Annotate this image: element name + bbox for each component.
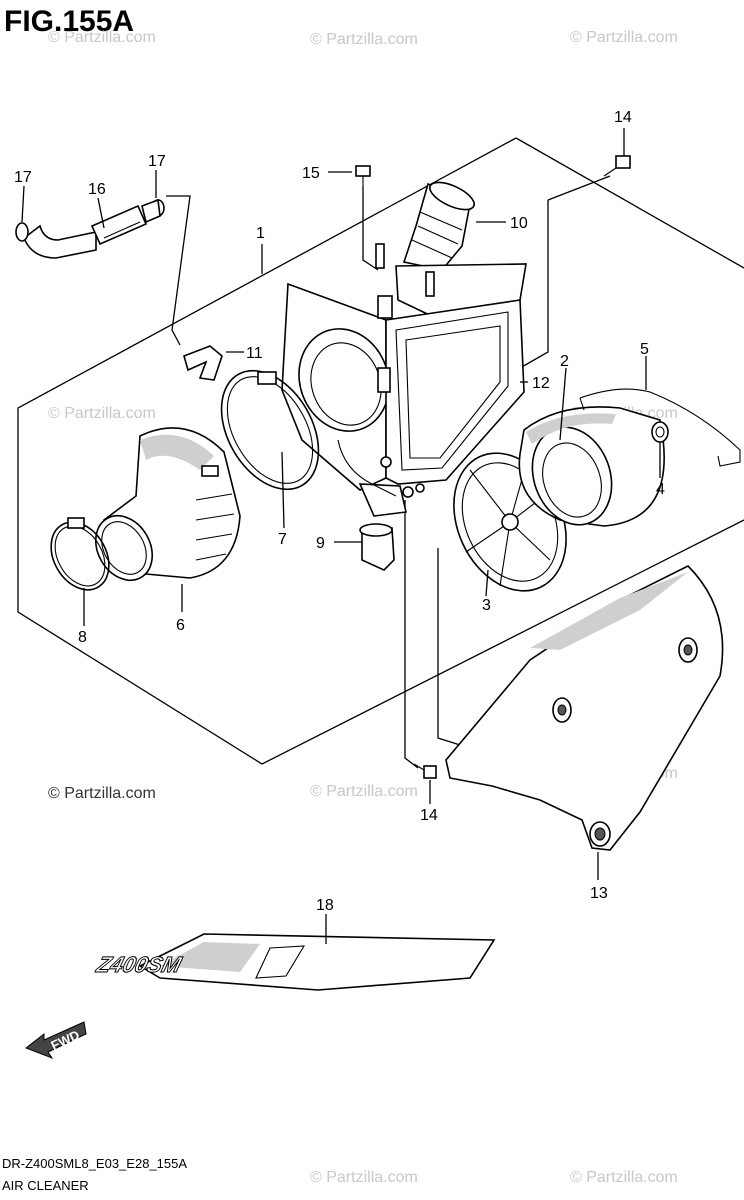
air-filter-2	[518, 406, 665, 527]
bolt-15	[355, 165, 379, 271]
assembly-boundary	[17, 137, 744, 769]
fwd-label: FWD	[49, 1027, 82, 1053]
watermark: © Partzilla.com	[570, 29, 678, 46]
breather-hose	[15, 198, 165, 259]
figure-code: DR-Z400SML8_E03_E28_155A	[2, 1156, 187, 1171]
watermark: © Partzilla.com	[310, 1169, 418, 1186]
callout-18: 18	[316, 897, 334, 914]
callout-8: 8	[78, 629, 87, 646]
decal-18: Z400SM	[93, 933, 496, 991]
callout-5: 5	[640, 341, 649, 358]
watermark: © Partzilla.com	[310, 783, 418, 800]
intake-boot	[375, 181, 527, 321]
grommet-4	[651, 421, 669, 443]
drain-plug-9	[359, 523, 395, 571]
callout-3: 3	[482, 597, 491, 614]
callout-14: 14	[614, 109, 632, 126]
screw-14-top	[603, 155, 631, 177]
figure-name: AIR CLEANER	[2, 1178, 89, 1193]
callout-4: 4	[656, 481, 665, 498]
figure-title: FIG.155A	[4, 5, 134, 38]
callout-6: 6	[176, 617, 185, 634]
side-cover-13	[445, 565, 724, 851]
screw-14-bottom	[413, 763, 437, 779]
intake-duct-6	[94, 427, 241, 581]
callout-10: 10	[510, 215, 528, 232]
callout-12: 12	[532, 375, 550, 392]
forward-arrow: FWD	[24, 1021, 87, 1060]
watermark: © Partzilla.com	[48, 29, 156, 46]
callout-11: 11	[246, 345, 263, 362]
watermark: © Partzilla.com	[48, 785, 156, 802]
wire-clip-5	[579, 388, 741, 467]
watermark: © Partzilla.com	[48, 405, 156, 422]
hose-clamp-8	[50, 517, 110, 591]
decal-text: Z400SM	[93, 952, 185, 977]
callout-17: 17	[148, 153, 166, 170]
callout-7: 7	[278, 531, 287, 548]
air-cleaner-case	[281, 282, 525, 517]
callout-leaders	[21, 128, 661, 944]
callout-13: 13	[590, 885, 608, 902]
callout-15: 15	[302, 165, 320, 182]
callout-16: 16	[88, 181, 106, 198]
callout-17: 17	[14, 169, 32, 186]
watermark: © Partzilla.com	[570, 1169, 678, 1186]
callouts: 1 2 3 4 5 6 7 8 9 10 11 12 13 14 15 16 1…	[14, 109, 665, 914]
callout-2: 2	[560, 353, 569, 370]
seal-12	[337, 439, 397, 497]
elbow-fitting-11	[183, 345, 223, 381]
callout-14: 14	[420, 807, 438, 824]
callout-1: 1	[256, 225, 265, 242]
callout-9: 9	[316, 535, 325, 552]
watermark: © Partzilla.com	[310, 31, 418, 48]
clamp-ring-7	[220, 369, 320, 491]
